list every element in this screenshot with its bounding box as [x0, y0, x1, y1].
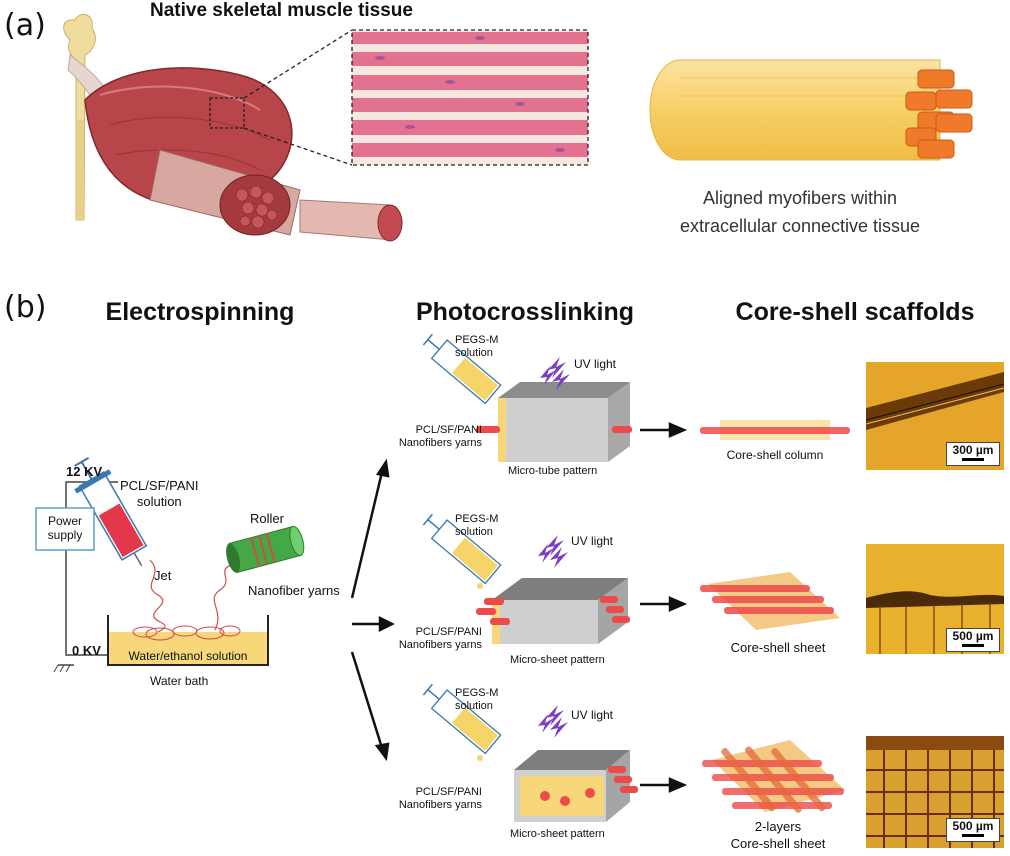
scaffold-2layer — [702, 740, 845, 813]
row2-uv-label: UV light — [571, 534, 614, 548]
power-supply-box — [35, 507, 95, 551]
row2-scale-line — [962, 644, 984, 647]
row1-scale-text: 300 µm — [952, 443, 994, 457]
panel-a-title: Native skeletal muscle tissue — [150, 0, 413, 21]
flow-arrows — [350, 422, 688, 793]
muscle-illustration — [63, 13, 403, 242]
row1-pegs-line2: solution — [455, 347, 493, 359]
bundle-caption: Aligned myofibers within extracellular c… — [630, 184, 970, 240]
photocrosslink-row2 — [422, 513, 630, 644]
row3-yarn-label: PCL/SF/PANI Nanofibers yarns — [396, 786, 482, 812]
row2-scaffold-label: Core-shell sheet — [730, 640, 826, 655]
water-bath-label: Water bath — [150, 674, 209, 688]
bundle-caption-line2: extracellular connective tissue — [679, 216, 921, 236]
photocrosslink-row1 — [422, 333, 632, 462]
row3-pattern-label: Micro-sheet pattern — [510, 828, 605, 840]
jet-label: Jet — [154, 568, 172, 583]
row2-pegs-label: PEGS-M solution — [455, 513, 498, 539]
row2-pattern-label: Micro-sheet pattern — [510, 654, 605, 666]
panel-b-label: (b) — [4, 290, 47, 325]
row3-pegs-line2: solution — [455, 700, 493, 712]
roller-label: Roller — [250, 511, 284, 526]
row3-scale-bar: 500 µm — [946, 818, 1000, 842]
photocrosslink-row3 — [422, 683, 638, 822]
row2-yarn-line2: Nanofibers yarns — [398, 639, 482, 651]
solution-label-line1: PCL/SF/PANI — [120, 478, 199, 493]
row1-pegs-label: PEGS-M solution — [455, 334, 498, 360]
row3-scale-line — [962, 834, 984, 837]
row1-yarn-line2: Nanofibers yarns — [398, 437, 482, 449]
row1-scaffold-label: Core-shell column — [726, 448, 824, 462]
voltage-high-label: 12 KV — [66, 464, 103, 479]
row1-pattern-label: Micro-tube pattern — [508, 465, 598, 477]
row2-yarn-line1: PCL/SF/PANI — [415, 626, 482, 638]
row1-scale-bar: 300 µm — [946, 442, 1000, 466]
row2-scale-bar: 500 µm — [946, 628, 1000, 652]
power-supply-label: Power supply — [47, 514, 83, 542]
row1-scale-line — [962, 458, 984, 461]
bundle-caption-line1: Aligned myofibers within — [702, 188, 898, 208]
row3-yarn-line2: Nanofibers yarns — [398, 799, 482, 811]
row3-scaffold-label: 2-layers Core-shell sheet — [700, 818, 856, 852]
solution-label: PCL/SF/PANI solution — [120, 478, 199, 510]
row3-yarn-line1: PCL/SF/PANI — [415, 786, 482, 798]
nanofiber-yarns-label: Nanofiber yarns — [248, 583, 340, 598]
row2-pegs-line2: solution — [455, 526, 493, 538]
electrospinning-setup — [53, 457, 305, 673]
row1-pegs-line1: PEGS-M — [455, 334, 499, 346]
row1-yarn-label: PCL/SF/PANI Nanofibers yarns — [396, 424, 482, 450]
row2-yarn-label: PCL/SF/PANI Nanofibers yarns — [396, 626, 482, 652]
row1-uv-label: UV light — [574, 357, 617, 371]
row3-scale-text: 500 µm — [952, 819, 994, 833]
row3-pegs-line1: PEGS-M — [455, 687, 499, 699]
row3-pegs-label: PEGS-M solution — [455, 687, 498, 713]
row2-pegs-line1: PEGS-M — [455, 513, 499, 525]
water-solution-label: Water/ethanol solution — [128, 649, 248, 663]
solution-label-line2: solution — [136, 494, 182, 509]
scaffolds-title: Core-shell scaffolds — [735, 298, 975, 326]
row3-scaffold-line1: 2-layers — [754, 819, 802, 834]
row2-scale-text: 500 µm — [952, 629, 994, 643]
scaffold-column — [700, 420, 850, 440]
photocrosslinking-title: Photocrosslinking — [415, 298, 635, 326]
row3-uv-label: UV light — [571, 708, 614, 722]
histology-inset — [351, 29, 589, 166]
scaffold-sheet — [700, 572, 840, 630]
panel-a-label: (a) — [4, 8, 46, 43]
voltage-low-label: 0 KV — [72, 643, 101, 658]
row1-yarn-line1: PCL/SF/PANI — [415, 424, 482, 436]
row3-scaffold-line2: Core-shell sheet — [730, 836, 826, 851]
electrospinning-title: Electrospinning — [105, 298, 295, 326]
myofiber-bundle — [649, 59, 973, 161]
